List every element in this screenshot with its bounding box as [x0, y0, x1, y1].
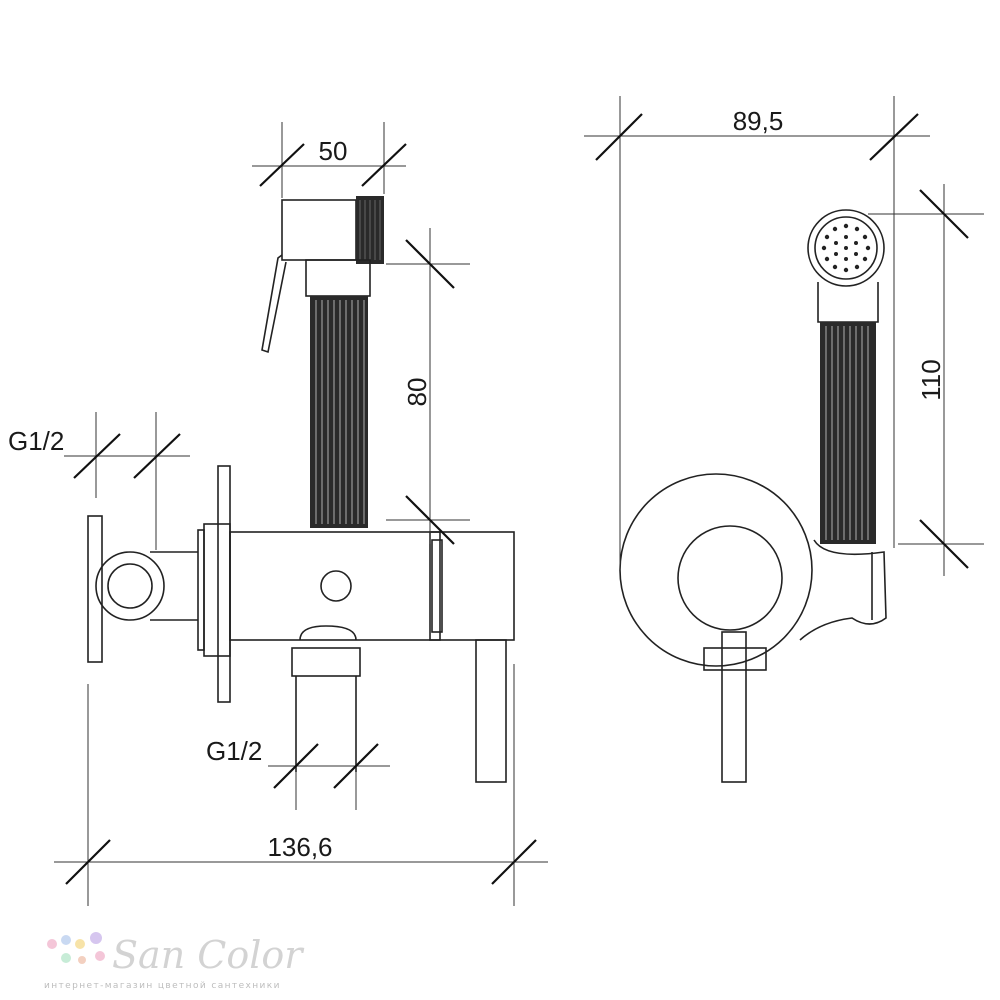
lever-front — [721, 631, 747, 783]
dim-holder-height: 110 — [916, 359, 946, 400]
dim-overall-width: 136,6 — [267, 832, 332, 862]
side-view: 50 80 G1/2 G1/2 136,6 — [8, 122, 548, 906]
front-handle-grip — [820, 322, 876, 544]
bottom-inlet-nut — [299, 625, 357, 641]
brand-logo: San Color интернет-магазин цветной санте… — [44, 932, 305, 991]
handle-grip-ribs — [315, 300, 365, 524]
shower-head-face — [807, 209, 885, 287]
lever-base — [703, 647, 767, 671]
wall-rosette — [619, 473, 813, 667]
dim-handle-length: 80 — [402, 378, 432, 407]
logo-dot — [61, 935, 71, 945]
lever-handle — [475, 639, 507, 783]
handle-neck — [305, 259, 371, 297]
logo-wordmark: San Color — [112, 933, 305, 977]
logo-dot — [75, 939, 85, 949]
logo-dots — [47, 932, 105, 964]
logo-tagline: интернет-магазин цветной сантехники — [44, 981, 281, 991]
dim-inlet-bottom: G1/2 — [206, 736, 262, 766]
side-connector-inner — [107, 563, 153, 609]
wall-flange-ring — [203, 523, 231, 657]
shower-head-body — [281, 199, 357, 261]
front-handle-ribs — [825, 326, 869, 540]
mixer-screw — [320, 570, 352, 602]
side-connector-flange — [87, 515, 103, 663]
logo-dot — [61, 953, 71, 963]
shower-head-ring-knurl — [359, 200, 381, 260]
logo-dot — [78, 956, 86, 964]
trigger-lever — [261, 254, 287, 354]
mixer-cap — [429, 531, 515, 641]
wall-flange-plate — [217, 465, 231, 703]
dim-head-width: 50 — [319, 136, 348, 166]
front-view: 89,5 110 — [584, 96, 984, 783]
side-connector-outer — [95, 551, 165, 621]
dim-depth: 89,5 — [733, 106, 784, 136]
handle-grip — [310, 296, 368, 528]
mixer-cap-seam — [431, 539, 443, 633]
mixer-body — [229, 531, 441, 641]
shower-head-neck — [817, 282, 879, 323]
wall-flange-edge — [197, 529, 205, 651]
logo-dot — [47, 939, 57, 949]
logo-dot — [90, 932, 102, 944]
mixer-front-disc — [677, 525, 783, 631]
dim-inlet-side: G1/2 — [8, 426, 64, 456]
logo-dot — [95, 951, 105, 961]
shower-head-face-inner — [814, 216, 878, 280]
shower-spray-holes — [821, 223, 871, 273]
bottom-inlet-hex — [291, 647, 361, 677]
handshower-holder — [799, 539, 887, 641]
